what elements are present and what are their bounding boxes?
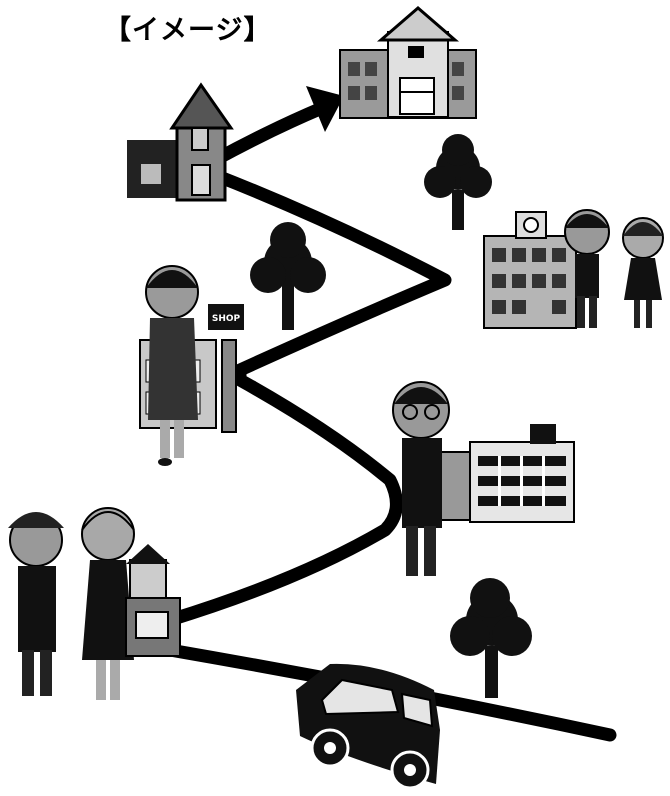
school-children-icon xyxy=(564,209,664,328)
tree-icon xyxy=(450,578,532,698)
shop-sign: SHOP xyxy=(212,314,241,324)
school-building-icon xyxy=(339,6,477,119)
life-path xyxy=(163,101,617,742)
office-worker-icon xyxy=(392,381,450,576)
page-title: 【イメージ】 xyxy=(104,15,272,46)
shop-worker-icon xyxy=(145,265,199,466)
elderly-couple-icon xyxy=(8,507,135,700)
tree-icon xyxy=(250,222,326,330)
elementary-school-icon xyxy=(483,211,577,329)
car-icon xyxy=(296,663,440,790)
tree-icon xyxy=(424,134,492,230)
house-icon xyxy=(127,82,234,202)
arrow-icon xyxy=(306,86,344,132)
home-icon xyxy=(125,544,181,657)
office-building-icon xyxy=(435,424,575,523)
